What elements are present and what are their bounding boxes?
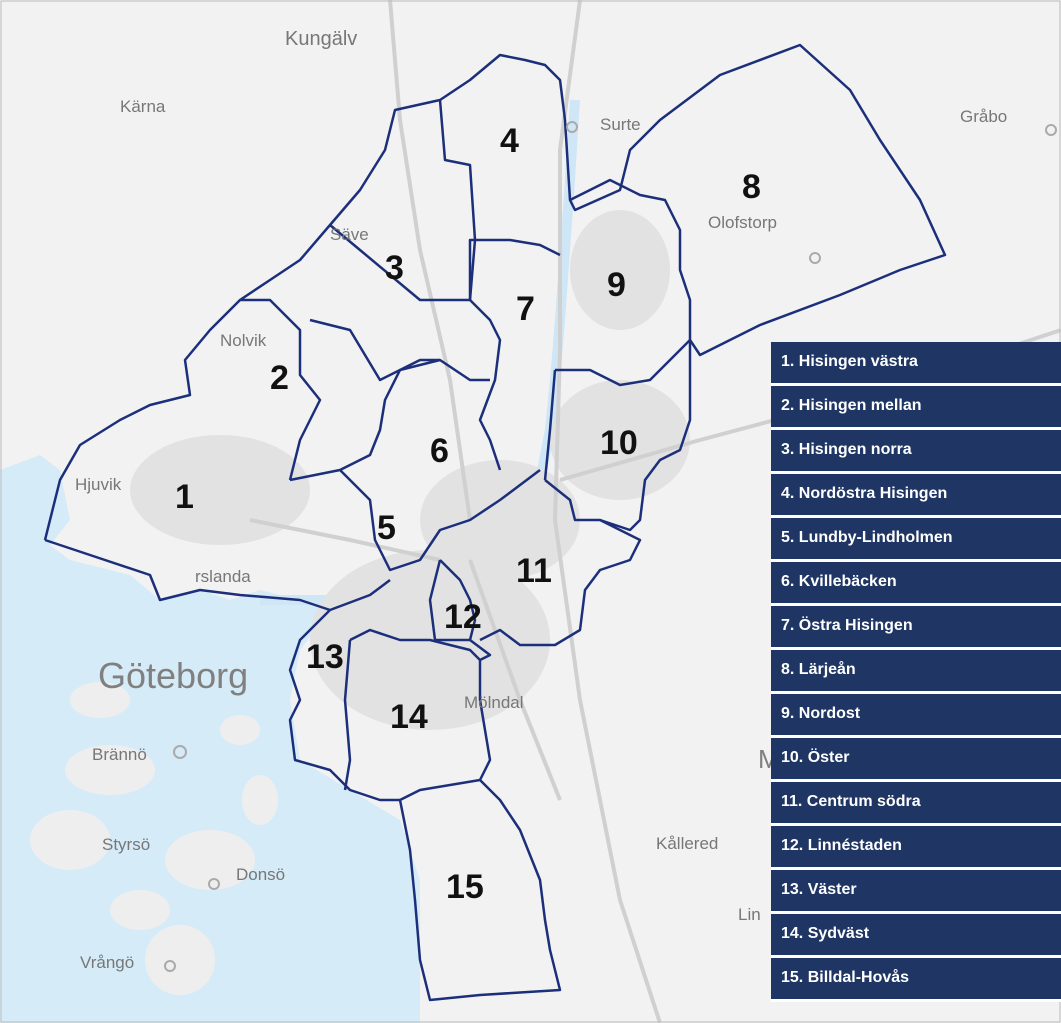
place-karna: Kärna xyxy=(120,97,166,116)
boundary-hisingen-outer xyxy=(43,43,947,541)
place-donso: Donsö xyxy=(236,865,285,884)
legend-item-3[interactable]: 3. Hisingen norra xyxy=(771,430,1061,474)
legend-item-1[interactable]: 1. Hisingen västra xyxy=(771,342,1061,386)
district-number-8: 8 xyxy=(742,168,761,206)
legend-item-13[interactable]: 13. Väster xyxy=(771,870,1061,914)
district-number-5: 5 xyxy=(377,509,396,547)
district-number-10: 10 xyxy=(600,424,638,462)
place-molndal: Mölndal xyxy=(464,693,524,712)
district-number-15: 15 xyxy=(446,868,484,906)
place-torslanda: rslanda xyxy=(195,567,251,586)
legend-item-2[interactable]: 2. Hisingen mellan xyxy=(771,386,1061,430)
district-number-9: 9 xyxy=(607,266,626,304)
place-kallered: Kållered xyxy=(656,834,718,853)
district-number-3: 3 xyxy=(385,249,404,287)
place-vrango: Vrångö xyxy=(80,953,134,972)
district-number-11: 11 xyxy=(516,552,552,590)
district-number-6: 6 xyxy=(430,432,449,470)
district-number-12: 12 xyxy=(444,598,482,636)
legend-item-14[interactable]: 14. Sydväst xyxy=(771,914,1061,958)
place-save: Säve xyxy=(330,225,369,244)
place-olofstorp: Olofstorp xyxy=(708,213,777,232)
district-number-7: 7 xyxy=(516,290,535,328)
district-number-4: 4 xyxy=(500,122,519,160)
district-boundaries xyxy=(43,43,947,1002)
place-grabo: Gråbo xyxy=(960,107,1007,126)
legend-item-4[interactable]: 4. Nordöstra Hisingen xyxy=(771,474,1061,518)
legend-item-9[interactable]: 9. Nordost xyxy=(771,694,1061,738)
legend-item-11[interactable]: 11. Centrum södra xyxy=(771,782,1061,826)
place-kungalv: Kungälv xyxy=(285,28,357,50)
legend-item-12[interactable]: 12. Linnéstaden xyxy=(771,826,1061,870)
district-number-2: 2 xyxy=(270,359,289,397)
place-hjuvik: Hjuvik xyxy=(75,475,122,494)
place-styrso: Styrsö xyxy=(102,835,150,854)
district-number-13: 13 xyxy=(306,638,344,676)
sea xyxy=(0,455,420,1023)
place-branno: Brännö xyxy=(92,745,147,764)
islands xyxy=(30,682,278,995)
place-nolvik: Nolvik xyxy=(220,331,267,350)
district-legend: 1. Hisingen västra 2. Hisingen mellan 3.… xyxy=(771,342,1061,1002)
legend-item-6[interactable]: 6. Kvillebäcken xyxy=(771,562,1061,606)
place-gothenburg: Göteborg xyxy=(98,655,248,696)
legend-item-5[interactable]: 5. Lundby-Lindholmen xyxy=(771,518,1061,562)
legend-item-7[interactable]: 7. Östra Hisingen xyxy=(771,606,1061,650)
district-number-14: 14 xyxy=(390,698,428,736)
district-number-1: 1 xyxy=(175,478,194,516)
place-surte: Surte xyxy=(600,115,641,134)
legend-item-10[interactable]: 10. Öster xyxy=(771,738,1061,782)
legend-item-8[interactable]: 8. Lärjeån xyxy=(771,650,1061,694)
place-lin: Lin xyxy=(738,905,761,924)
place-markers xyxy=(164,121,1057,972)
legend-item-15[interactable]: 15. Billdal-Hovås xyxy=(771,958,1061,1002)
